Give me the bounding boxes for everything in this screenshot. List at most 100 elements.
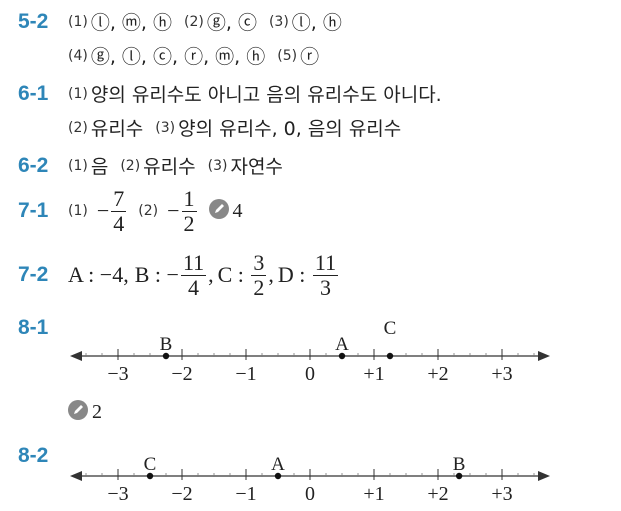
denominator: 4 xyxy=(113,210,125,236)
problem-8-2-number: 8-2 xyxy=(18,444,48,468)
answer: 유리수 xyxy=(143,156,196,178)
tick-label: −3 xyxy=(107,363,128,385)
numerator: 7 xyxy=(111,186,127,212)
fraction-b: 11 4 xyxy=(180,250,207,300)
answer: 유리수 xyxy=(90,118,144,140)
point-label: B xyxy=(160,334,173,355)
arrow-right-icon xyxy=(538,471,550,481)
point-label: C xyxy=(384,318,397,339)
pencil-icon xyxy=(68,400,88,424)
comma: , xyxy=(208,262,214,287)
answer: ⓛ, ⓜ, ⓗ xyxy=(90,12,173,34)
problem-number: 8-2 xyxy=(18,444,49,467)
pencil-icon xyxy=(208,199,229,223)
number-line-8-2: −3 −2 −1 0 +1 +2 +3 C A B xyxy=(70,454,550,505)
numerator: 11 xyxy=(312,250,339,276)
answer: 음 xyxy=(90,156,109,178)
item-label: (2) xyxy=(68,119,88,136)
problem-number: 8-1 xyxy=(18,316,49,339)
problem-number: 7-2 xyxy=(18,263,49,286)
item-label: (1) xyxy=(68,85,88,102)
problem-5-2-line2: (4) ⓖ, ⓛ, ⓒ, ⓡ, ⓜ, ⓗ (5) ⓡ xyxy=(68,42,331,69)
value-a: −4, xyxy=(99,262,129,287)
answer: ⓖ, ⓒ xyxy=(206,12,257,34)
tick-label: 0 xyxy=(305,483,315,505)
item-label: (2) xyxy=(184,13,204,30)
denominator: 3 xyxy=(320,274,332,300)
tick-label: +3 xyxy=(491,363,512,385)
denominator: 2 xyxy=(253,274,265,300)
problem-8-1-pencil: 2 xyxy=(68,400,102,424)
fraction: 7 4 xyxy=(111,186,127,236)
arrow-right-icon xyxy=(538,351,550,361)
point-label: C xyxy=(144,454,157,475)
pencil-answer: 2 xyxy=(92,400,102,423)
arrow-left-icon xyxy=(70,351,82,361)
label-a: A : xyxy=(68,262,100,287)
tick-label: −1 xyxy=(235,363,256,385)
problem-7-2: 7-2 A : −4, B : − 11 4 , C : 3 2 , D : 1… xyxy=(18,248,340,302)
problem-6-2: 6-2 (1) 음 (2) 유리수 (3) 자연수 xyxy=(18,152,295,179)
item-label: (4) xyxy=(68,47,88,64)
answer: 양의 유리수, 0, 음의 유리수 xyxy=(178,118,402,140)
problem-number: 6-2 xyxy=(18,153,49,177)
problem-6-1-line2: (2) 유리수 (3) 양의 유리수, 0, 음의 유리수 xyxy=(68,114,413,141)
point-dot xyxy=(162,352,170,360)
denominator: 4 xyxy=(188,274,200,300)
label-b: B : xyxy=(134,262,167,287)
problem-7-1: 7-1 (1) − 7 4 (2) − 1 2 4 xyxy=(18,186,243,236)
point-dot xyxy=(338,352,346,360)
minus-sign: − xyxy=(96,198,110,223)
minus-sign: − xyxy=(166,262,179,287)
pencil-answer: 4 xyxy=(232,199,243,222)
tick-label: +2 xyxy=(427,483,448,505)
fraction: 1 2 xyxy=(181,186,197,236)
label-d: D : xyxy=(277,262,311,287)
tick-label: −1 xyxy=(235,483,256,505)
item-label: (2) xyxy=(120,157,141,174)
point-label: A xyxy=(271,454,285,475)
minus-sign: − xyxy=(167,198,180,223)
item-label: (1) xyxy=(68,157,88,174)
tick-label: +3 xyxy=(491,483,512,505)
point-dot xyxy=(455,472,463,480)
item-label: (1) xyxy=(68,13,88,30)
point-label: B xyxy=(453,454,466,475)
tick-label: −2 xyxy=(171,363,192,385)
answer: 자연수 xyxy=(230,156,283,178)
answer: ⓛ, ⓗ xyxy=(291,12,342,34)
item-label: (3) xyxy=(268,13,289,30)
item-label: (2) xyxy=(138,203,159,219)
tick-label: +1 xyxy=(363,363,384,385)
problem-8-1-number: 8-1 xyxy=(18,316,48,340)
answer: ⓡ xyxy=(300,46,320,68)
point-dot xyxy=(386,352,394,360)
arrow-left-icon xyxy=(70,471,82,481)
problem-number: 5-2 xyxy=(18,9,49,33)
problem-number: 6-1 xyxy=(18,81,49,105)
numerator: 3 xyxy=(251,250,267,276)
tick-label: 0 xyxy=(305,363,315,385)
problem-number: 7-1 xyxy=(18,199,49,222)
item-label: (1) xyxy=(68,203,88,219)
answer: ⓖ, ⓛ, ⓒ, ⓡ, ⓜ, ⓗ xyxy=(90,46,266,68)
numerator: 11 xyxy=(180,250,207,276)
point-dot xyxy=(274,472,282,480)
label-c: C : xyxy=(217,262,250,287)
denominator: 2 xyxy=(183,210,195,236)
problem-6-1-line1: 6-1 (1) 양의 유리수도 아니고 음의 유리수도 아니다. xyxy=(18,80,442,107)
tick-label: −3 xyxy=(107,483,128,505)
answer: 양의 유리수도 아니고 음의 유리수도 아니다. xyxy=(90,84,442,106)
item-label: (5) xyxy=(277,47,298,64)
problem-5-2-line1: 5-2 (1) ⓛ, ⓜ, ⓗ (2) ⓖ, ⓒ (3) ⓛ, ⓗ xyxy=(18,8,354,35)
tick-label: +1 xyxy=(363,483,384,505)
tick-label: +2 xyxy=(427,363,448,385)
comma: , xyxy=(268,262,274,287)
point-dot xyxy=(146,472,154,480)
numerator: 1 xyxy=(181,186,197,212)
tick-label: −2 xyxy=(171,483,192,505)
fraction-c: 3 2 xyxy=(251,250,267,300)
item-label: (3) xyxy=(207,157,228,174)
fraction-d: 11 3 xyxy=(312,250,339,300)
